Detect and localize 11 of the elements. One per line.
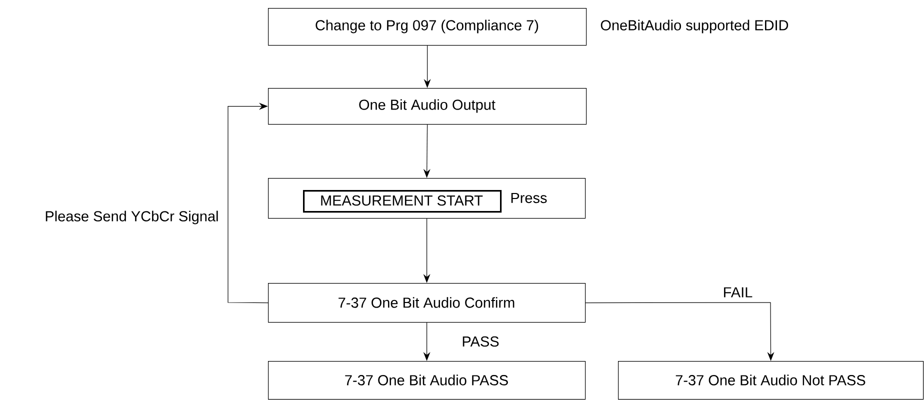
button-box: MEASUREMENT START [303,190,502,213]
side-note: OneBitAudio supported EDID [600,20,788,34]
arrow [228,102,268,304]
edge-label: Please Send YCbCr Signal [44,210,220,226]
process-box: Change to Prg 097 (Compliance 7) [268,8,587,46]
edge-label: FAIL [722,286,754,298]
process-box: 7-37 One Bit Audio Not PASS [618,361,924,400]
process-box: 7-37 One Bit Audio Confirm [268,283,586,323]
process-box: 7-37 One Bit Audio PASS [268,361,586,400]
edge-label: PASS [460,335,500,348]
process-box: One Bit Audio Output [268,88,587,125]
